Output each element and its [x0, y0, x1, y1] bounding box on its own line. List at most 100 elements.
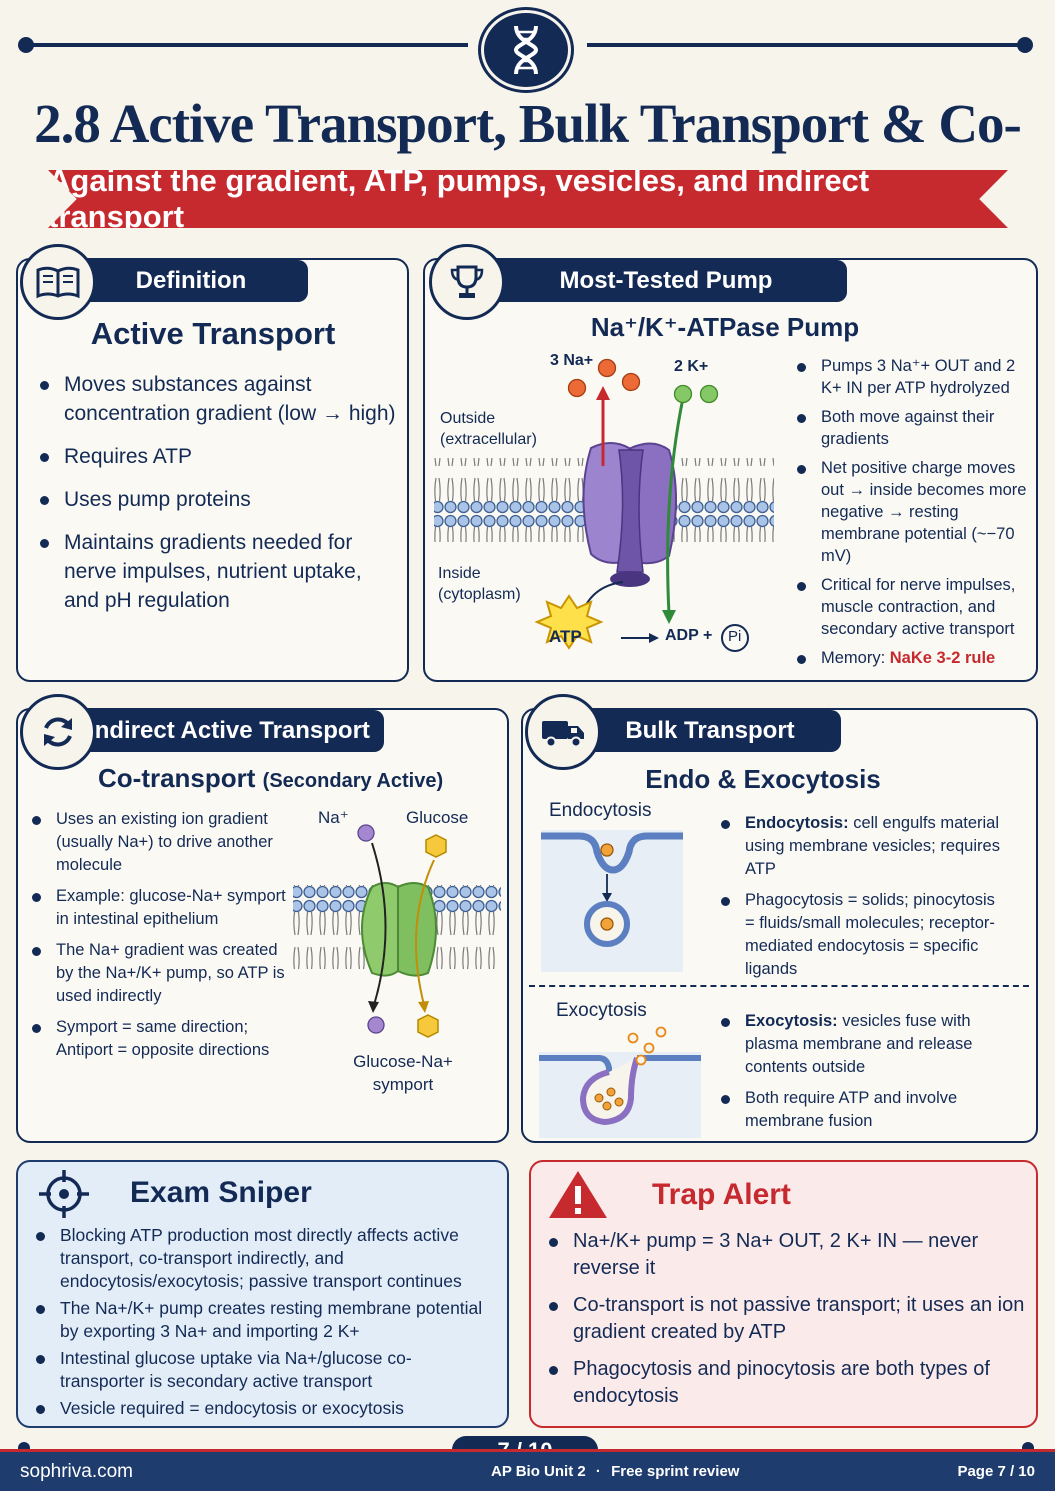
bulk-divider: [529, 985, 1029, 987]
list-item: Blocking ATP production most directly af…: [34, 1224, 494, 1293]
list-item: Example: glucose-Na+ symport in intestin…: [30, 885, 292, 931]
header-rule-right: [587, 43, 1029, 47]
definition-panel: Definition Active Transport Moves substa…: [16, 244, 409, 682]
cycle-arrows-icon: [20, 694, 96, 770]
list-item-strong: Endocytosis:: [745, 814, 849, 832]
list-item: Both require ATP and involve membrane fu…: [719, 1087, 1009, 1133]
list-item: Memory: NaKe 3-2 rule: [795, 647, 1035, 669]
bulk-tab-label: Bulk Transport: [625, 717, 795, 744]
list-item: Moves substances against concentration g…: [38, 370, 398, 428]
na-label: 3 Na+: [550, 352, 594, 369]
list-item-strong: Exocytosis:: [745, 1012, 838, 1030]
crosshair-icon: [36, 1168, 92, 1225]
list-item: Na+/K+ pump = 3 Na+ OUT, 2 K+ IN — never…: [547, 1228, 1027, 1282]
cotransport-tab-label: Indirect Active Transport: [88, 717, 370, 744]
k-label: 2 K+: [674, 358, 709, 375]
cotransport-tab: Indirect Active Transport: [74, 710, 384, 752]
cotransport-bullets: Uses an existing ion gradient (usually N…: [30, 808, 292, 1070]
atp-label: ATP: [549, 627, 582, 646]
trap-panel: Trap Alert Na+/K+ pump = 3 Na+ OUT, 2 K+…: [529, 1160, 1038, 1428]
bulk-tab: Bulk Transport: [579, 710, 841, 752]
trophy-icon: [429, 244, 505, 320]
cotransport-heading: Co-transport (Secondary Active): [98, 763, 443, 794]
footer-separator: ·: [595, 1463, 601, 1480]
footer-review: Free sprint review: [611, 1463, 740, 1480]
footer-page: Page 7 / 10: [957, 1463, 1035, 1480]
pump-diagram: [434, 358, 774, 652]
glucose-label: Glucose: [406, 808, 469, 827]
list-item: Vesicle required = endocytosis or exocyt…: [34, 1397, 494, 1420]
exocytosis-bullets: Exocytosis: vesicles fuse with plasma me…: [719, 1010, 1009, 1141]
truck-icon: [525, 694, 601, 770]
trap-heading: Trap Alert: [652, 1178, 791, 1211]
definition-heading: Active Transport: [90, 316, 336, 351]
list-item-text: Phagocytosis = solids; pinocytosis = flu…: [745, 891, 995, 978]
inside-sub-label: (cytoplasm): [438, 586, 521, 603]
subtitle-text: Against the gradient, ATP, pumps, vesicl…: [48, 163, 870, 234]
symport-diagram: [293, 824, 501, 1038]
pump-bullets: Pumps 3 Na⁺+ OUT and 2 K+ IN per ATP hyd…: [795, 355, 1035, 676]
definition-bullets: Moves substances against concentration g…: [38, 370, 398, 629]
inside-label: Inside: [438, 565, 481, 582]
list-item: Uses an existing ion gradient (usually N…: [30, 808, 292, 877]
symport-caption-sub: symport: [372, 1075, 434, 1094]
outside-label: Outside: [440, 410, 496, 427]
symport-caption: Glucose-Na+: [353, 1052, 453, 1071]
footer-course: AP Bio Unit 2 · Free sprint review: [491, 1463, 739, 1480]
list-item: The Na+/K+ pump creates resting membrane…: [34, 1297, 494, 1343]
list-item-text: vesicles fuse with plasma membrane and r…: [745, 1012, 973, 1076]
exocytosis-diagram: [539, 1026, 701, 1138]
definition-tab: Definition: [74, 260, 308, 302]
list-item: Net positive charge moves out → inside b…: [795, 457, 1035, 567]
definition-tab-label: Definition: [135, 267, 247, 294]
pump-tab: Most-Tested Pump: [485, 260, 847, 302]
list-item: Maintains gradients needed for nerve imp…: [38, 528, 398, 615]
list-item: Phagocytosis = solids; pinocytosis = flu…: [719, 889, 1009, 981]
header-rule-left: [26, 43, 468, 47]
book-icon: [20, 244, 96, 320]
cotransport-heading-main: Co-transport: [98, 763, 256, 793]
cotransport-heading-sub: (Secondary Active): [262, 770, 444, 792]
subtitle-ribbon: Against the gradient, ATP, pumps, vesicl…: [48, 170, 1008, 228]
list-item: Both move against their gradients: [795, 406, 1035, 450]
na-ion-label: Na⁺: [318, 808, 349, 827]
list-item: Pumps 3 Na⁺+ OUT and 2 K+ IN per ATP hyd…: [795, 355, 1035, 399]
endocytosis-bullets: Endocytosis: cell engulfs material using…: [719, 812, 1009, 989]
endocytosis-label: Endocytosis: [549, 800, 652, 821]
pump-tab-label: Most-Tested Pump: [559, 267, 773, 294]
dna-icon: [481, 10, 571, 90]
trap-bullets: Na+/K+ pump = 3 Na+ OUT, 2 K+ IN — never…: [547, 1228, 1027, 1420]
list-item: Critical for nerve impulses, muscle cont…: [795, 574, 1035, 640]
exam-panel: Exam Sniper Blocking ATP production most…: [16, 1160, 509, 1428]
list-item: The Na+ gradient was created by the Na+/…: [30, 939, 292, 1008]
list-item: Intestinal glucose uptake via Na+/glucos…: [34, 1347, 494, 1393]
outside-sub-label: (extracellular): [440, 431, 537, 448]
list-item: Symport = same direction; Antiport = opp…: [30, 1016, 292, 1062]
pump-panel: Most-Tested Pump Na⁺/K⁺-ATPase Pump: [423, 244, 1038, 682]
footer-site-link[interactable]: sophriva.com: [20, 1460, 133, 1482]
bulk-panel: Bulk Transport Endo & Exocytosis Endocyt…: [521, 694, 1038, 1143]
pi-label: Pi: [728, 628, 742, 645]
list-item: Co-transport is not passive transport; i…: [547, 1292, 1027, 1346]
list-item: Phagocytosis and pinocytosis are both ty…: [547, 1356, 1027, 1410]
exam-heading: Exam Sniper: [130, 1176, 312, 1209]
list-item: Requires ATP: [38, 442, 398, 471]
footer-rule: [0, 1449, 1055, 1452]
list-item: Uses pump proteins: [38, 485, 398, 514]
list-item: Exocytosis: vesicles fuse with plasma me…: [719, 1010, 1009, 1079]
footer-course-name: AP Bio Unit 2: [490, 1463, 586, 1480]
bulk-heading: Endo & Exocytosis: [645, 764, 881, 794]
memory-value: NaKe 3-2 rule: [889, 649, 996, 667]
header-rule-dot-left: [18, 37, 34, 53]
exam-bullets: Blocking ATP production most directly af…: [34, 1224, 494, 1424]
warning-icon: [547, 1168, 609, 1225]
list-item-text: Both require ATP and involve membrane fu…: [745, 1089, 958, 1130]
header-rule-dot-right: [1017, 37, 1033, 53]
footer-bar: sophriva.com AP Bio Unit 2 · Free sprint…: [0, 1452, 1055, 1491]
list-item: Endocytosis: cell engulfs material using…: [719, 812, 1009, 881]
cotransport-panel: Indirect Active Transport Co-transport (…: [16, 694, 509, 1143]
endocytosis-diagram: [541, 830, 683, 972]
exocytosis-label: Exocytosis: [556, 1000, 647, 1021]
pump-heading: Na⁺/K⁺-ATPase Pump: [590, 312, 860, 342]
memory-label: Memory:: [821, 649, 886, 667]
